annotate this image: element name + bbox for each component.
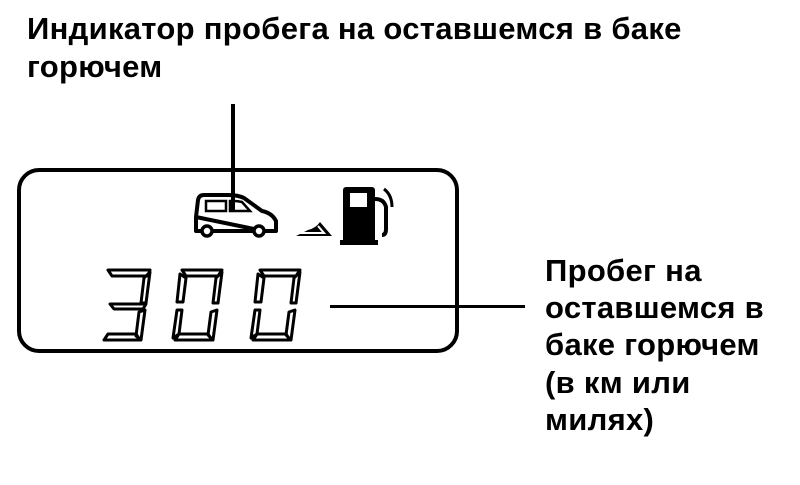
arrow-icon: [296, 222, 332, 236]
digit-0-first: [171, 268, 224, 342]
range-value-label-line: оставшемся в: [545, 290, 765, 326]
range-value-label-line: милях): [545, 401, 655, 437]
value-leader-line: [330, 305, 525, 308]
range-value-label-line: Пробег на: [545, 253, 702, 288]
car-icon: [194, 193, 278, 238]
display-panel: [17, 168, 459, 353]
digit-0-second: [249, 268, 302, 342]
indicator-leader-line: [231, 104, 235, 212]
range-value-label-line: (в км или: [545, 364, 691, 400]
digit-3: [102, 268, 152, 342]
range-indicator-label: Индикатор пробега на оставшемся в баке г…: [27, 11, 682, 84]
fuel-pump-icon: [340, 187, 394, 245]
range-value-label-line: баке горючем: [545, 327, 760, 363]
range-value-label: Пробег на оставшемся в баке горючем (в к…: [545, 252, 800, 438]
